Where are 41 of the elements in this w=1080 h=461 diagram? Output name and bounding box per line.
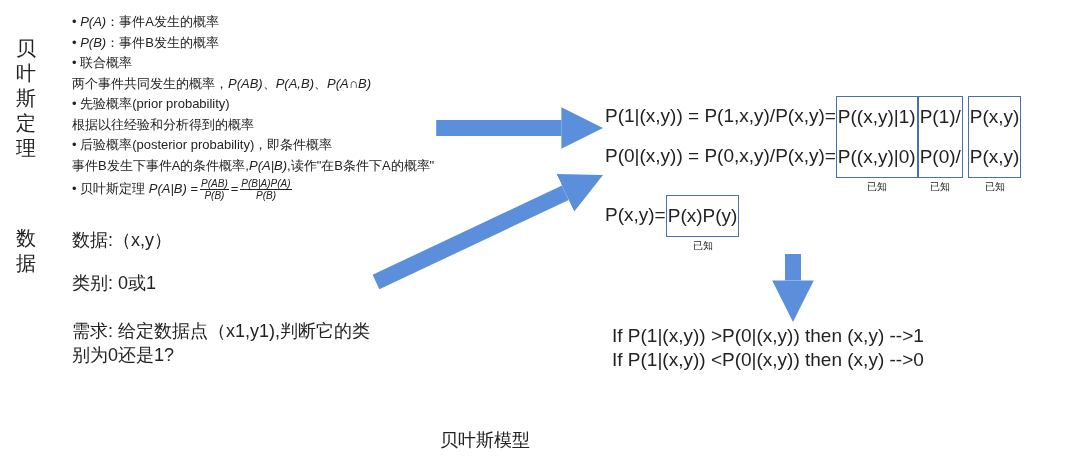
side-heading: 数据 — [16, 226, 37, 276]
note-text: 已知 — [692, 240, 713, 252]
bullet-text: • 后验概率(posterior probability)，即条件概率 — [72, 136, 334, 154]
highlight-frame — [917, 96, 963, 178]
bullet-text: • P(A)：事件A发生的概率 — [72, 13, 220, 31]
text-line: 类别: 0或1 — [72, 272, 158, 295]
block-arrow — [372, 173, 603, 290]
bullet-text: • 贝叶斯定理 P(A|B) = — [72, 180, 199, 196]
bullet-text: 根据以往经验和分析得到的概率 — [72, 115, 255, 134]
side-heading: 贝叶斯定理 — [16, 36, 37, 161]
formula-text: P(x,y) — [969, 105, 1020, 129]
highlight-frame — [665, 195, 740, 237]
formula-text: P(x,y)= — [605, 203, 666, 227]
block-arrow — [436, 107, 603, 149]
highlight-frame — [967, 96, 1022, 178]
formula-text: P((x,y)|0) — [837, 145, 916, 169]
text-line: 需求: 给定数据点（x1,y1),判断它的类别为0还是1? — [72, 320, 372, 367]
fraction: P(B|A)P(A) P(B) — [240, 178, 292, 201]
formula-text: P(1)/ — [919, 105, 961, 129]
fraction: P(AB) P(B) — [200, 178, 229, 201]
bullet-text: 两个事件共同发生的概率，P(AB)、P(A,B)、P(A∩B) — [72, 74, 372, 93]
block-arrow — [772, 254, 814, 322]
text-line: 数据:（x,y） — [72, 229, 173, 252]
note-text: 已知 — [930, 181, 951, 193]
text-line: If P(1|(x,y)) >P(0|(x,y)) then (x,y) -->1 — [612, 324, 924, 348]
formula-text: P(x)P(y) — [667, 204, 738, 228]
bullet-text: • 先验概率(prior probability) — [72, 95, 231, 113]
formula-text: P(1|(x,y)) = P(1,x,y)/P(x,y)= — [605, 104, 836, 128]
formula-text: = — [230, 180, 239, 196]
caption: 贝叶斯模型 — [440, 429, 530, 452]
note-text: 已知 — [866, 181, 887, 193]
formula-text: P((x,y)|1) — [837, 105, 916, 129]
bullet-text: • P(B)：事件B发生的概率 — [72, 33, 220, 52]
highlight-frame — [835, 96, 918, 178]
formula-text: P(0)/ — [919, 145, 961, 169]
bullet-text: • 联合概率 — [72, 54, 134, 72]
bullet-text: 事件B发生下事件A的条件概率,P(A|B),读作"在B条件下A的概率" — [72, 156, 435, 175]
formula-text: P(x,y) — [969, 145, 1020, 169]
note-text: 已知 — [984, 181, 1005, 193]
text-line: If P(1|(x,y)) <P(0|(x,y)) then (x,y) -->0 — [612, 348, 924, 372]
formula-text: P(0|(x,y)) = P(0,x,y)/P(x,y)= — [605, 144, 836, 168]
